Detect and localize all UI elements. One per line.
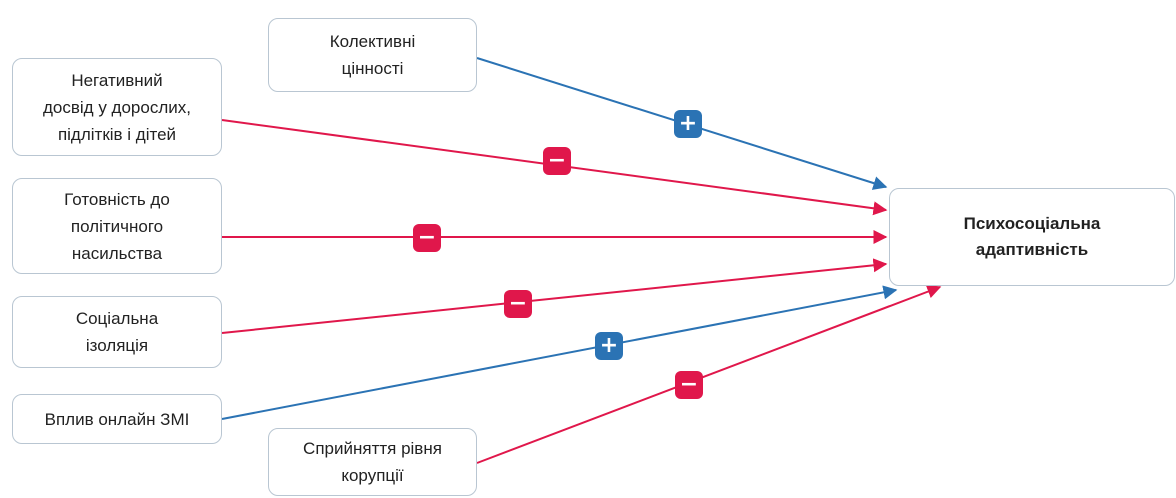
node-corruption: Сприйняття рівня корупції (268, 428, 477, 496)
minus-badge-political_violence: − (413, 224, 441, 252)
node-political-violence: Готовність до політичного насильства (12, 178, 222, 274)
plus-badge-online_media: + (595, 332, 623, 360)
node-collective-values: Колективні цінності (268, 18, 477, 92)
node-social-isolation: Соціальна ізоляція (12, 296, 222, 368)
node-online-media: Вплив онлайн ЗМІ (12, 394, 222, 444)
minus-badge-corruption: − (675, 371, 703, 399)
minus-badge-social_isolation: − (504, 290, 532, 318)
node-psychosocial-adaptivity: Психосоціальна адаптивність (889, 188, 1175, 286)
edge-corruption-arrow (476, 284, 942, 464)
plus-badge-collective_values: + (674, 110, 702, 138)
minus-badge-negative_experience: − (543, 147, 571, 175)
edge-online_media-arrow (221, 285, 898, 420)
node-negative-experience: Негативний досвід у дорослих, підлітків … (12, 58, 222, 156)
edge-social_isolation-arrow (221, 258, 888, 334)
